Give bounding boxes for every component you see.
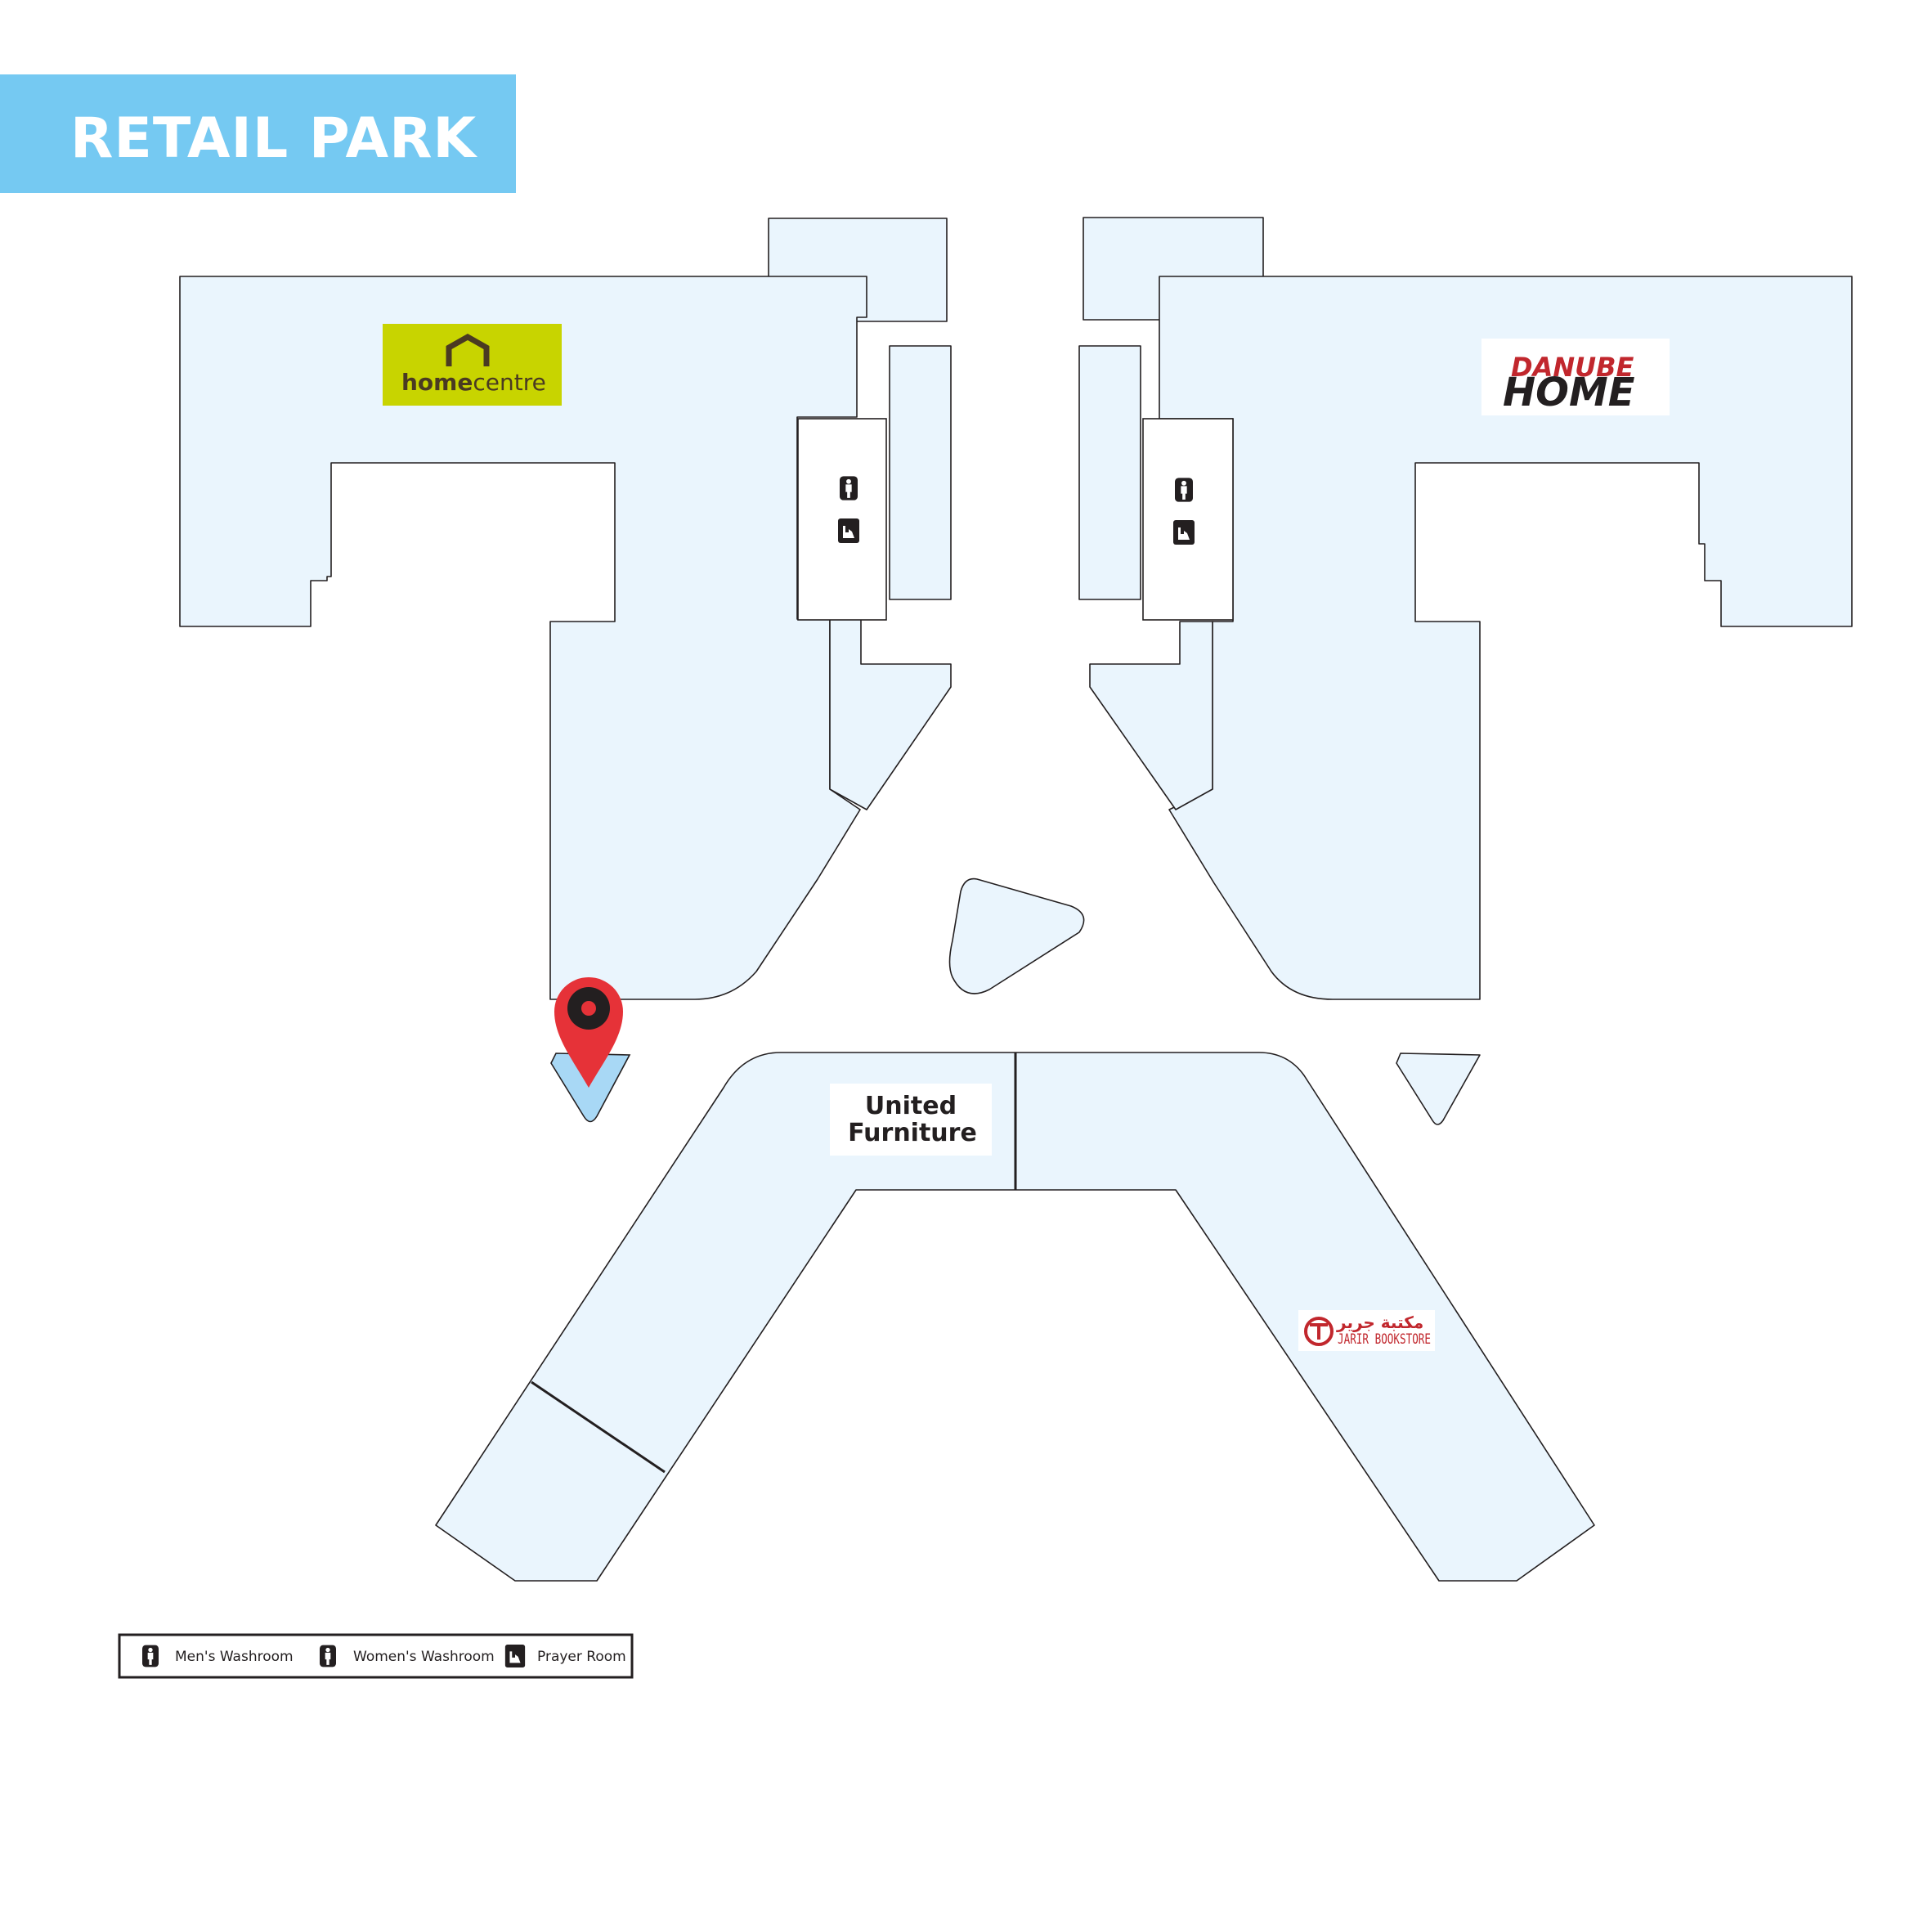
upper-left-block [179,218,952,1000]
unit-ul-narrow-shop[interactable] [889,345,952,600]
central-kiosk-island [948,877,1085,994]
homecentre-name-light: centre [473,369,545,396]
mens-washroom-icon [1175,478,1193,502]
bottom-left-shop-divider [531,1380,666,1474]
danube-home-logo: DANUBE HOME [1481,339,1670,415]
mens-washroom-icon [840,476,858,500]
legend-womens-washroom: Women's Washroom [353,1649,495,1665]
unit-ul-corridor-shop[interactable] [829,618,952,810]
united-furniture-label: United Furniture [830,1084,992,1156]
upper-right-block [1078,217,1853,1000]
ur-service-core [1142,418,1234,621]
map-pin-icon [554,977,623,1088]
homecentre-logo: homecentre [383,324,562,406]
svg-text:homecentre: homecentre [401,369,546,396]
jarir-emblem-icon [1304,1317,1334,1346]
you-are-here-target-marker [550,1053,631,1123]
house-roof-icon [446,333,490,366]
legend-mens-washroom: Men's Washroom [175,1649,294,1665]
page-title: RETAIL PARK [70,106,477,171]
jarir-english-name: JARIR BOOKSTORE [1338,1331,1431,1348]
unit-homecentre[interactable] [179,276,867,1000]
unit-ur-narrow-shop[interactable] [1078,345,1141,600]
united-furniture-line2: Furniture [848,1119,977,1147]
united-furniture-line1: United [865,1092,957,1120]
prayer-room-icon [838,518,859,543]
mens-washroom-icon [142,1645,159,1667]
homecentre-name-bold: home [401,369,473,396]
right-triangle-island [1396,1053,1481,1125]
prayer-room-icon [1173,520,1195,545]
legend: Men's Washroom Women's Washroom Prayer R… [118,1633,634,1679]
prayer-room-icon [504,1645,526,1667]
legend-prayer-room: Prayer Room [537,1649,626,1665]
title-band [0,74,516,193]
bottom-block [435,1052,1595,1582]
jarir-bookstore-logo: مكتبة جرير JARIR BOOKSTORE [1298,1310,1435,1351]
danube-line1: DANUBE [1511,352,1634,383]
womens-washroom-icon [320,1645,336,1667]
danube-line2: HOME [1503,370,1635,415]
jarir-arabic-name: مكتبة جرير [1336,1313,1423,1332]
unit-ur-corridor-shop[interactable] [1089,621,1213,810]
